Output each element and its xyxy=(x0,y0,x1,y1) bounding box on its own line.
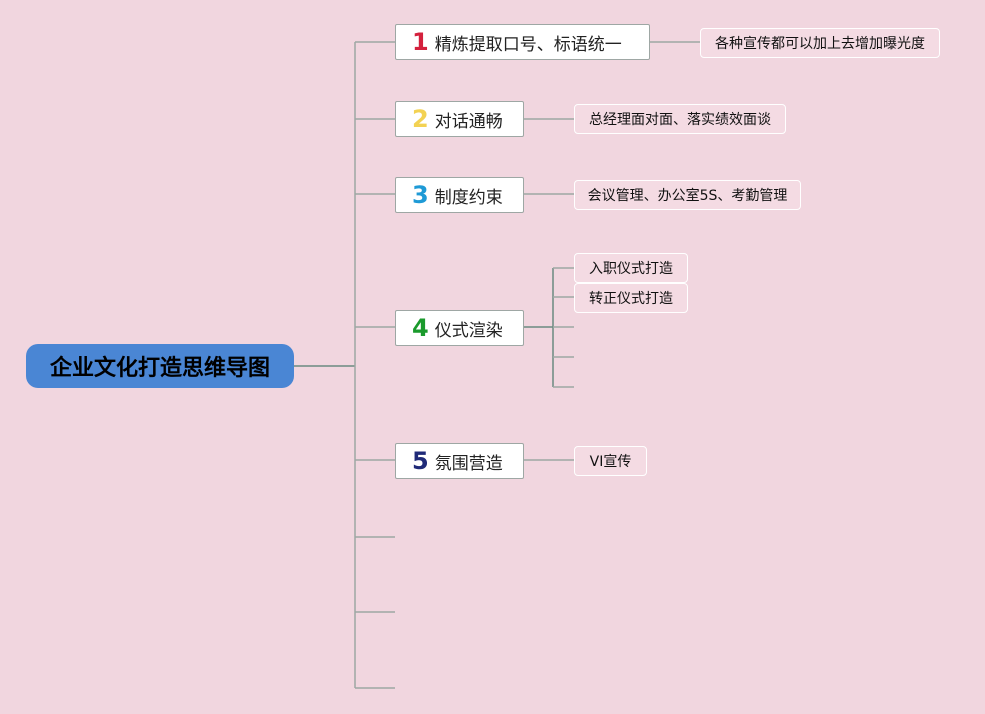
number-5-icon: 5 xyxy=(412,447,429,475)
branch-node-2[interactable]: 2 对话通畅 xyxy=(395,101,524,137)
number-2-icon: 2 xyxy=(412,105,429,133)
root-label: 企业文化打造思维导图 xyxy=(49,356,270,381)
branch-node-5[interactable]: 5 氛围营造 xyxy=(395,443,524,479)
branch-label: 精炼提取口号、标语统一 xyxy=(434,34,622,55)
leaf-node[interactable]: 会议管理、办公室5S、考勤管理 xyxy=(574,180,801,210)
leaf-node[interactable]: 入职仪式打造 xyxy=(574,253,688,283)
leaf-node[interactable]: 总经理面对面、落实绩效面谈 xyxy=(574,104,786,134)
number-3-icon: 3 xyxy=(412,181,429,209)
leaf-node[interactable]: 各种宣传都可以加上去增加曝光度 xyxy=(700,28,940,58)
branch-node-1[interactable]: 1 精炼提取口号、标语统一 xyxy=(395,24,650,60)
number-4-icon: 4 xyxy=(412,314,429,342)
leaf-label: 转正仪式打造 xyxy=(589,291,673,307)
leaf-label: 入职仪式打造 xyxy=(589,261,673,277)
branch-node-3[interactable]: 3 制度约束 xyxy=(395,177,524,213)
root-node[interactable]: 企业文化打造思维导图 xyxy=(26,344,294,388)
branch-node-4[interactable]: 4 仪式渲染 xyxy=(395,310,524,346)
leaf-label: 会议管理、办公室5S、考勤管理 xyxy=(587,188,788,204)
leaf-node[interactable]: VI宣传 xyxy=(574,446,647,476)
leaf-label: 总经理面对面、落实绩效面谈 xyxy=(589,112,771,128)
number-1-icon: 1 xyxy=(412,28,429,56)
branch-label: 制度约束 xyxy=(434,187,503,208)
branch-label: 仪式渲染 xyxy=(434,320,503,341)
leaf-label: VI宣传 xyxy=(589,454,632,470)
branch-label: 氛围营造 xyxy=(434,453,503,474)
leaf-node[interactable]: 转正仪式打造 xyxy=(574,283,688,313)
branch-4-subtrunk xyxy=(524,268,554,387)
leaf-label: 各种宣传都可以加上去增加曝光度 xyxy=(715,36,925,52)
branch-label: 对话通畅 xyxy=(434,111,503,132)
